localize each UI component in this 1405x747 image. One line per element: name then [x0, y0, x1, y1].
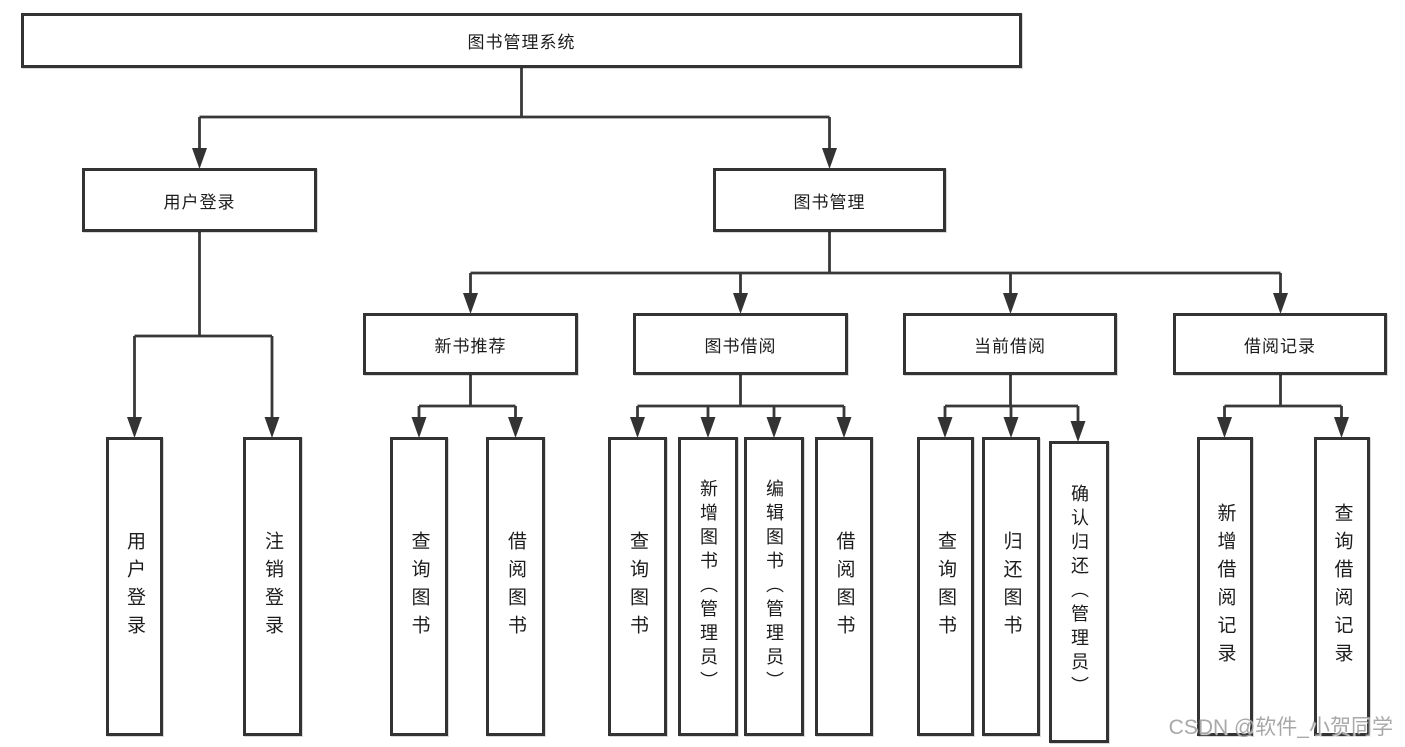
- node-current-borrowing: 当前借阅: [903, 313, 1117, 375]
- leaf-edit-books-admin: 编辑图书（管理员）: [744, 437, 804, 736]
- node-library-management-system: 图书管理系统: [21, 13, 1022, 68]
- leaf-add-borrow-record: 新增借阅记录: [1197, 437, 1253, 736]
- node-new-book-recommendation: 新书推荐: [363, 313, 578, 375]
- watermark: CSDN @软件_小贺同学: [1168, 716, 1393, 739]
- node-book-borrowing: 图书借阅: [633, 313, 848, 375]
- leaf-query-borrow-record: 查询借阅记录: [1314, 437, 1370, 736]
- leaf-return-books: 归还图书: [982, 437, 1040, 736]
- leaf-user-login: 用户登录: [106, 437, 163, 736]
- leaf-query-books-recommend: 查询图书: [390, 437, 448, 736]
- leaf-confirm-return-admin: 确认归还（管理员）: [1049, 441, 1109, 743]
- leaf-logout: 注销登录: [243, 437, 302, 736]
- leaf-add-books-admin: 新增图书（管理员）: [678, 437, 738, 736]
- leaf-borrow-books-recommend: 借阅图书: [486, 437, 545, 736]
- node-book-management: 图书管理: [713, 168, 946, 232]
- leaf-borrow-books: 借阅图书: [815, 437, 873, 736]
- node-borrowing-records: 借阅记录: [1173, 313, 1387, 375]
- node-user-login: 用户登录: [82, 168, 317, 232]
- leaf-query-books-current: 查询图书: [917, 437, 974, 736]
- leaf-query-books-borrow: 查询图书: [608, 437, 667, 736]
